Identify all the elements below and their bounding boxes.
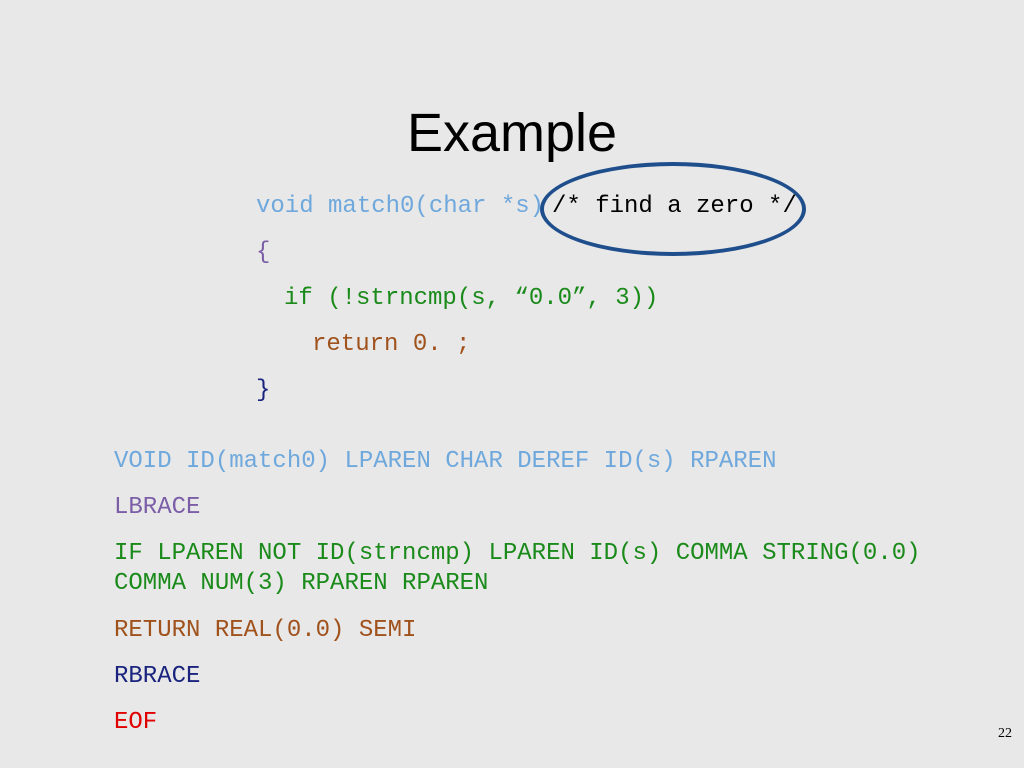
slide-title: Example xyxy=(406,103,618,163)
code-line-close-brace: } xyxy=(256,377,271,404)
token-line-void: VOID ID(match0) LPAREN CHAR DEREF ID(s) … xyxy=(114,448,777,475)
token-line-lbrace: LBRACE xyxy=(114,494,201,521)
code-line-if: if (!strncmp(s, “0.0”, 3)) xyxy=(284,285,659,312)
token-line-rbrace: RBRACE xyxy=(114,663,201,690)
code-line-open-brace: { xyxy=(256,239,271,266)
code-line-return: return 0. ; xyxy=(312,331,471,358)
token-line-if-cont: COMMA NUM(3) RPAREN RPAREN xyxy=(114,570,489,597)
token-line-eof: EOF xyxy=(114,709,158,736)
token-line-if: IF LPAREN NOT ID(strncmp) LPAREN ID(s) C… xyxy=(114,540,921,567)
code-line-signature: void match0(char *s) xyxy=(256,193,545,220)
slide-number: 22 xyxy=(998,726,1012,741)
comment-highlight-circle xyxy=(540,162,806,256)
token-line-return: RETURN REAL(0.0) SEMI xyxy=(114,617,417,644)
